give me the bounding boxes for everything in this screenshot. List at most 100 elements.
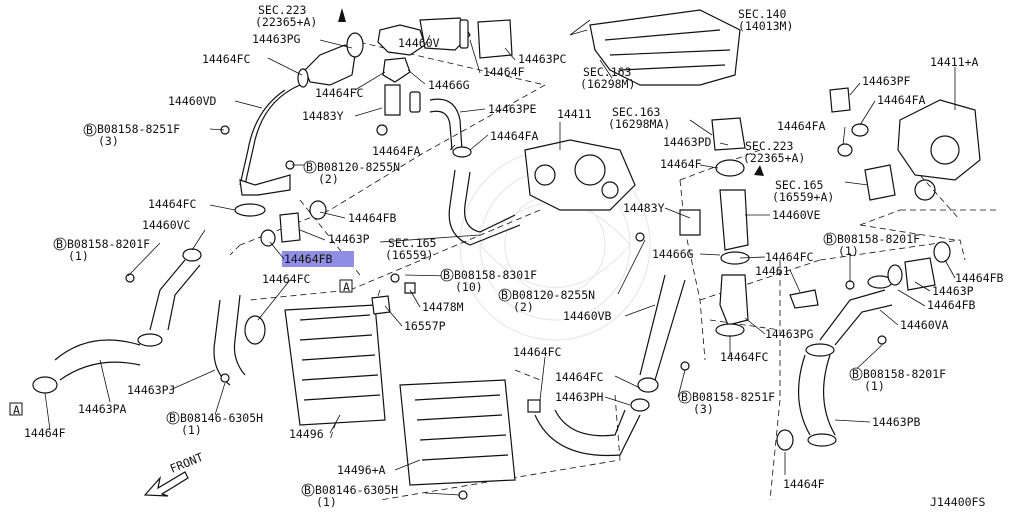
label-14463PB: 14463PB — [872, 415, 921, 429]
label-14463PF: 14463PF — [862, 74, 911, 88]
label-14460VB: 14460VB — [563, 309, 612, 323]
label-14464FC-tl: 14464FC — [202, 52, 251, 66]
label-14496: 14496 — [289, 427, 324, 441]
label-sec163-mid: SEC.163 — [612, 105, 661, 119]
svg-text:B: B — [306, 160, 313, 174]
bolt-label-08158-8201F-r: B B08158-8201F (1) — [823, 232, 920, 258]
bolt-label-08120-8255N-top: B B08120-8255N (2) — [303, 160, 400, 186]
dashed-guides — [229, 39, 1000, 501]
label-14464FC-mid: 14464FC — [513, 345, 562, 359]
front-label: FRONT — [168, 450, 205, 476]
label-14463PG-r: 14463PG — [765, 327, 814, 341]
label-14464FA-r: 14464FA — [777, 119, 826, 133]
label-sec163-top: SEC.163 — [583, 65, 632, 79]
highlight-14464FB — [282, 251, 354, 267]
label-14464FC-l2: 14464FC — [262, 272, 311, 286]
label-14464FC-r: 14464FC — [765, 250, 814, 264]
ref-box-a-1 — [339, 279, 353, 293]
label-sec163-mid-sub: (16298MA) — [608, 117, 670, 131]
label-14460VA: 14460VA — [900, 318, 949, 332]
svg-text:B08158-8251F: B08158-8251F — [692, 390, 775, 404]
label-14463PD: 14463PD — [663, 135, 712, 149]
clamp-left-top — [297, 68, 309, 88]
label-16557P: 16557P — [404, 319, 446, 333]
svg-text:(3): (3) — [98, 134, 119, 148]
label-14496A: 14496+A — [337, 463, 386, 477]
svg-text:B: B — [86, 123, 93, 137]
svg-text:B: B — [304, 483, 311, 497]
svg-text:B08158-8301F: B08158-8301F — [454, 268, 537, 282]
label-14478M: 14478M — [422, 300, 464, 314]
bolt-label-08146-6305H-l: B B08146-6305H (1) — [166, 411, 263, 437]
up-arrow-icon — [338, 8, 346, 22]
label-14460V: 14460V — [398, 36, 440, 50]
ref-box-a-2 — [9, 402, 23, 416]
pipe-14460VE — [719, 189, 749, 251]
label-14464FA-mid2: 14464FA — [372, 144, 421, 158]
svg-text:B08158-8201F: B08158-8201F — [67, 237, 150, 251]
hose-14463PG-top — [304, 44, 356, 86]
label-sec223-r: SEC.223 — [745, 139, 794, 153]
label-14411: 14411 — [557, 107, 592, 121]
label-14466G-r: 14466G — [652, 247, 694, 261]
svg-text:B08158-8201F: B08158-8201F — [837, 232, 920, 246]
pipe-14460V — [377, 24, 426, 56]
label-14464FB-r2: 14464FB — [927, 298, 976, 312]
svg-text:(1): (1) — [181, 423, 202, 437]
label-14463P-l: 14463P — [328, 232, 370, 246]
leader-lines — [44, 19, 956, 496]
labels: SEC.223 (22365+A) 14463PG 14464FC 14460V… — [13, 3, 1004, 509]
svg-text:B: B — [826, 232, 833, 246]
hose-14463PC — [477, 19, 513, 59]
bolt-label-08158-8201F-r2: B B08158-8201F (1) — [849, 367, 946, 393]
label-sec165-r: SEC.165 — [775, 178, 823, 192]
bolt-label-08158-8251F-r: B B08158-8251F (3) — [678, 390, 775, 416]
label-14464FC-l: 14464FC — [148, 197, 197, 211]
label-14411A: 14411+A — [930, 55, 979, 69]
bolt-label-08158-8251F-tl: B B08158-8251F (3) — [83, 122, 180, 148]
up-arrow-icon-right — [754, 165, 764, 176]
hose-14463PD — [711, 117, 746, 151]
svg-text:B: B — [501, 288, 508, 302]
label-14464F-b: 14464F — [783, 477, 825, 491]
label-14460VE: 14460VE — [772, 208, 821, 222]
label-14464F-top: 14464F — [483, 65, 525, 79]
hose-14463PG-r — [719, 274, 749, 326]
label-sec223-top-sub: (22365+A) — [255, 15, 317, 29]
gasket-14466G — [382, 57, 411, 83]
label-14464FC-r2: 14464FC — [720, 350, 769, 364]
label-14461: 14461 — [755, 264, 790, 278]
hose-14463P-r — [904, 257, 936, 291]
label-14464FA-r2: 14464FA — [877, 93, 926, 107]
intercooler-14496 — [284, 304, 386, 426]
diagram-id: J14400FS — [930, 495, 985, 509]
label-14483Y-top: 14483Y — [302, 109, 344, 123]
label-14463PJ: 14463PJ — [127, 383, 175, 397]
svg-text:(1): (1) — [838, 244, 859, 258]
svg-text:B: B — [443, 268, 450, 282]
bolt-label-08146-6305H-b: B B08146-6305H (1) — [301, 483, 398, 509]
svg-text:B: B — [56, 237, 63, 251]
label-14464F-r: 14464F — [660, 157, 702, 171]
label-sec140: SEC.140 — [738, 7, 787, 21]
svg-text:B08158-8201F: B08158-8201F — [863, 367, 946, 381]
svg-text:B08146-6305H: B08146-6305H — [315, 483, 398, 497]
clamp-14464FC-l — [234, 203, 266, 217]
label-14463PE: 14463PE — [488, 102, 537, 116]
svg-text:B08158-8251F: B08158-8251F — [97, 122, 180, 136]
ref-box-a-2-label: A — [13, 403, 20, 417]
label-14464FB-highlight[interactable]: 14464FB — [284, 252, 333, 266]
label-sec223-top: SEC.223 — [258, 3, 307, 17]
bolt-label-08158-8301F: B B08158-8301F (10) — [440, 268, 537, 294]
svg-text:B: B — [681, 390, 688, 404]
label-14463PH: 14463PH — [555, 390, 604, 404]
label-14464FC-2: 14464FC — [315, 86, 364, 100]
front-arrow-icon — [143, 471, 189, 497]
pipe-14460VD — [244, 84, 301, 186]
svg-text:(2): (2) — [513, 300, 534, 314]
label-14460VC: 14460VC — [142, 218, 191, 232]
label-14463PC: 14463PC — [518, 52, 567, 66]
label-sec163-top-sub: (16298M) — [580, 77, 635, 91]
label-sec140-sub: (14013M) — [738, 19, 793, 33]
